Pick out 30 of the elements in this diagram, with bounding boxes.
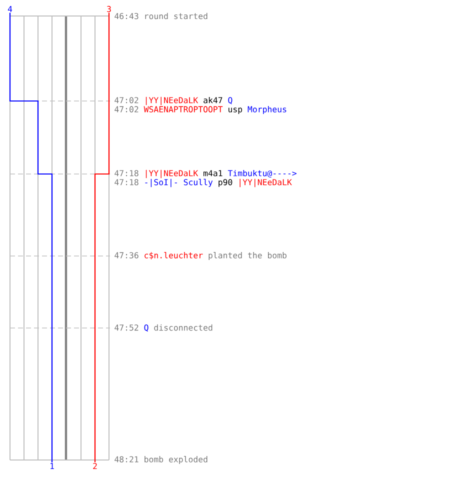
player-line xyxy=(9,12,53,462)
log-entry: 47:18 -|SoI|- Scully p90 |YY|NEeDaLK xyxy=(114,178,292,188)
player-line xyxy=(94,12,110,462)
label: |YY|NEeDaLK xyxy=(146,96,198,106)
log-entry: 47:52 Q disconnected xyxy=(114,324,212,332)
log-entry: 47:36 c$n.leuchter planted the bomb xyxy=(114,252,286,260)
label: 47:18 xyxy=(114,170,138,176)
player-count: 2 xyxy=(93,462,97,470)
label: WSAENAPTROPTOOPT xyxy=(144,106,223,112)
label: ak47 xyxy=(204,96,222,104)
player-count: 4 xyxy=(8,6,12,12)
label: Q xyxy=(228,97,232,104)
log-entry: 48:21 bomb exploded xyxy=(114,456,208,464)
log-entry: 46:43 round started xyxy=(114,12,208,20)
label: 47:02 xyxy=(114,106,138,112)
label: Morpheus xyxy=(248,106,286,114)
label: |YY|NEeDaLK xyxy=(240,178,292,188)
label: usp xyxy=(228,108,242,114)
label: 47:02 xyxy=(114,97,138,104)
player-count: 3 xyxy=(107,6,111,12)
label: Timbuktu@----> xyxy=(228,170,296,178)
label: p90 xyxy=(218,179,232,187)
label: 47:18 xyxy=(114,179,138,186)
log-entry: 47:02 WSAENAPTROPTOOPT usp Morpheus xyxy=(114,106,286,114)
label: -|SoI|- Scully xyxy=(145,178,213,188)
player-count: 1 xyxy=(50,463,54,469)
log-entry: 47:18 |YY|NEeDaLK m4a1 Timbuktu@----> xyxy=(114,170,296,178)
log-entry: 47:02 |YY|NEeDaLK ak47 Q xyxy=(114,96,232,106)
label: |YY|NEeDaLK xyxy=(146,170,198,178)
label: m4a1 xyxy=(204,170,222,176)
